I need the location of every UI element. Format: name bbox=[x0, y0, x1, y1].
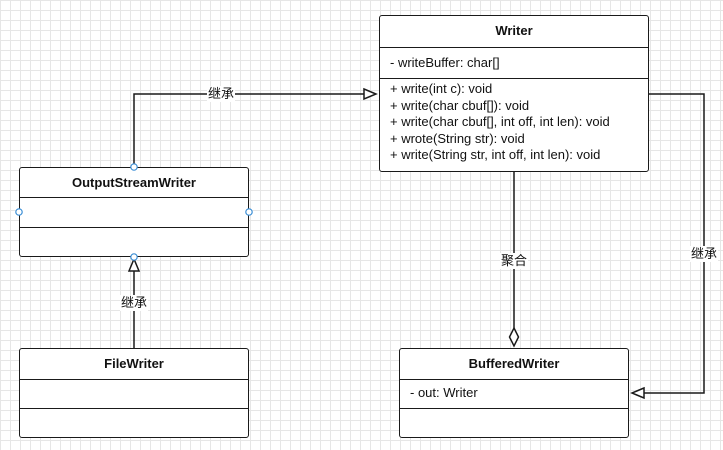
attribute-write-buffer: - writeBuffer: char[] bbox=[390, 55, 500, 70]
class-output-stream-writer[interactable]: OutputStreamWriter bbox=[19, 167, 249, 257]
edge-label-aggregation: 聚合 bbox=[500, 253, 529, 269]
method-write-char-array: + write(char cbuf[]): void bbox=[390, 97, 530, 113]
class-output-stream-writer-attributes bbox=[20, 198, 248, 228]
edge-label-bufferedwriter-writer: 继承 bbox=[690, 246, 719, 262]
attribute-out: - out: Writer bbox=[410, 385, 478, 400]
edge-label-filewriter-osw: 继承 bbox=[120, 295, 149, 311]
inheritance-arrowhead-writer bbox=[363, 87, 378, 101]
inheritance-arrowhead-bufferedwriter bbox=[630, 386, 645, 400]
inheritance-edge-bufferedwriter-writer[interactable] bbox=[644, 93, 705, 394]
aggregation-diamond bbox=[508, 326, 520, 348]
method-wrote-string: + wrote(String str): void bbox=[390, 130, 525, 146]
inheritance-arrowhead-osw bbox=[127, 257, 141, 272]
method-write-int: + write(int c): void bbox=[390, 81, 493, 96]
connection-point-right[interactable] bbox=[245, 208, 253, 216]
method-write-string-offset: + write(String str, int off, int len): v… bbox=[390, 147, 601, 162]
class-buffered-writer[interactable]: BufferedWriter - out: Writer bbox=[399, 348, 629, 438]
connection-point-top[interactable] bbox=[130, 163, 138, 171]
class-writer-attributes: - writeBuffer: char[] bbox=[380, 48, 648, 79]
class-output-stream-writer-name: OutputStreamWriter bbox=[20, 168, 248, 198]
edge-label-osw-writer: 继承 bbox=[207, 86, 236, 102]
class-file-writer-attributes bbox=[20, 380, 248, 409]
inheritance-edge-osw-writer[interactable] bbox=[133, 93, 364, 167]
class-file-writer[interactable]: FileWriter bbox=[19, 348, 249, 438]
class-writer-methods: + write(int c): void + write(char cbuf[]… bbox=[380, 79, 648, 164]
connection-point-bottom[interactable] bbox=[130, 253, 138, 261]
class-buffered-writer-attributes: - out: Writer bbox=[400, 380, 628, 409]
connection-point-left[interactable] bbox=[15, 208, 23, 216]
class-file-writer-name: FileWriter bbox=[20, 349, 248, 380]
class-buffered-writer-name: BufferedWriter bbox=[400, 349, 628, 380]
class-writer[interactable]: Writer - writeBuffer: char[] + write(int… bbox=[379, 15, 649, 172]
class-writer-name: Writer bbox=[380, 16, 648, 48]
method-write-char-array-offset: + write(char cbuf[], int off, int len): … bbox=[390, 114, 610, 129]
